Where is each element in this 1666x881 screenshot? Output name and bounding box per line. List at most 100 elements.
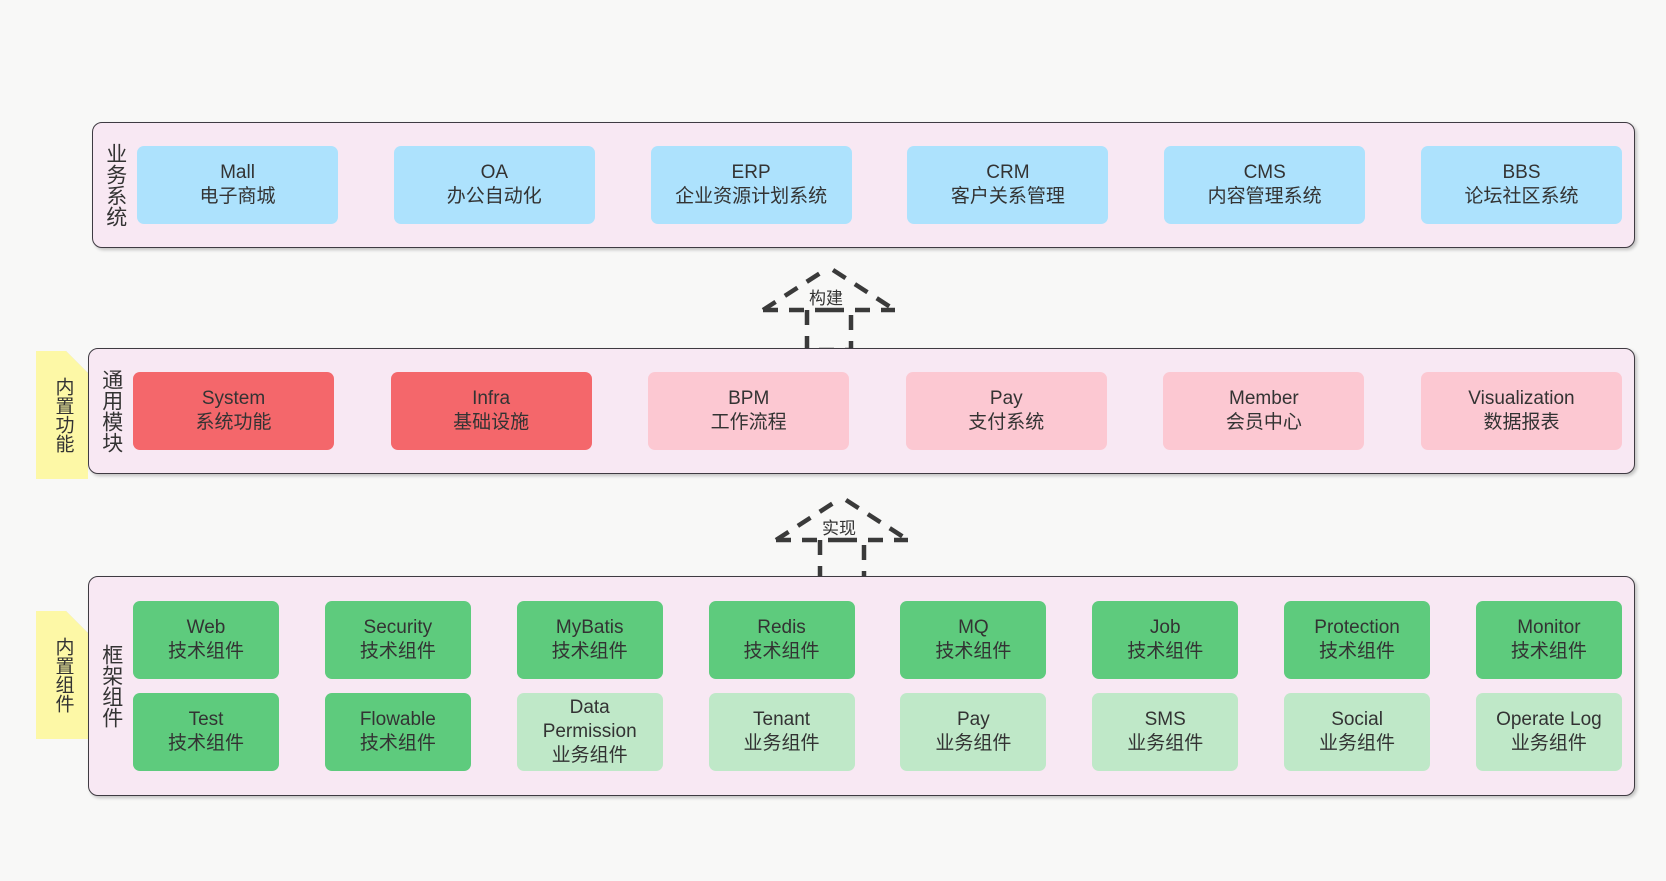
card-job[interactable]: Job 技术组件 <box>1092 601 1239 679</box>
card-subtitle: 业务组件 <box>935 733 1012 754</box>
card-mybatis[interactable]: MyBatis 技术组件 <box>516 601 663 679</box>
card-title: Monitor <box>1517 616 1581 638</box>
card-subtitle: 业务组件 <box>1127 733 1204 754</box>
card-subtitle: 客户关系管理 <box>950 186 1065 207</box>
card-title: Redis <box>757 616 806 638</box>
card-web[interactable]: Web 技术组件 <box>133 601 279 679</box>
card-row: Test 技术组件 Flowable 技术组件 Data Permission … <box>133 693 1622 771</box>
card-title: Pay <box>957 708 990 730</box>
card-subtitle: 系统功能 <box>195 412 272 433</box>
note-label: 内置功能 <box>52 377 74 453</box>
card-title: Web <box>186 616 226 638</box>
card-protection[interactable]: Protection 技术组件 <box>1284 601 1431 679</box>
card-data-permission[interactable]: Data Permission 业务组件 <box>516 693 663 771</box>
card-oa[interactable]: OA 办公自动化 <box>393 146 595 224</box>
connector-implement-label: 实现 <box>822 519 856 538</box>
card-social[interactable]: Social 业务组件 <box>1284 693 1431 771</box>
card-pay-component[interactable]: Pay 业务组件 <box>900 693 1047 771</box>
card-monitor[interactable]: Monitor 技术组件 <box>1475 601 1622 679</box>
card-bbs[interactable]: BBS 论坛社区系统 <box>1420 146 1622 224</box>
connector-build-label: 构建 <box>809 289 843 308</box>
note-fold-icon <box>66 611 88 633</box>
card-title: Flowable <box>359 708 436 730</box>
card-title: Infra <box>472 387 511 409</box>
card-pay-module[interactable]: Pay 支付系统 <box>905 372 1107 450</box>
card-sms[interactable]: SMS 业务组件 <box>1092 693 1239 771</box>
card-subtitle: 论坛社区系统 <box>1464 186 1579 207</box>
card-subtitle: 技术组件 <box>935 641 1012 662</box>
card-row: Web 技术组件 Security 技术组件 MyBatis 技术组件 Redi… <box>133 601 1622 679</box>
card-title: Social <box>1331 708 1383 730</box>
card-title: Tenant <box>753 708 811 730</box>
card-title: Pay <box>989 387 1023 409</box>
card-operate-log[interactable]: Operate Log 业务组件 <box>1475 693 1622 771</box>
card-subtitle: 技术组件 <box>359 733 436 754</box>
card-infra[interactable]: Infra 基础设施 <box>390 372 592 450</box>
card-title: Job <box>1149 616 1181 638</box>
layer-title-business-systems: 业务系统 <box>103 143 127 227</box>
card-title: BBS <box>1502 161 1541 183</box>
card-title: Member <box>1229 387 1299 409</box>
card-title: SMS <box>1144 708 1186 730</box>
card-subtitle: 业务组件 <box>551 745 628 767</box>
card-title: Security <box>363 616 433 638</box>
card-subtitle: 企业资源计划系统 <box>675 186 828 207</box>
card-subtitle: 业务组件 <box>1510 733 1587 754</box>
card-subtitle: 技术组件 <box>1319 641 1396 662</box>
note-fold-icon <box>66 351 88 373</box>
card-system[interactable]: System 系统功能 <box>133 372 334 450</box>
card-title: Visualization <box>1468 387 1575 409</box>
card-mall[interactable]: Mall 电子商城 <box>137 146 338 224</box>
card-tenant[interactable]: Tenant 业务组件 <box>708 693 855 771</box>
card-subtitle: 数据报表 <box>1483 412 1560 433</box>
card-flowable[interactable]: Flowable 技术组件 <box>324 693 471 771</box>
card-title: ERP <box>731 161 771 183</box>
layer-framework-components: 框架组件 Web 技术组件 Security 技术组件 MyBatis 技术组件… <box>88 576 1635 796</box>
card-erp[interactable]: ERP 企业资源计划系统 <box>650 146 852 224</box>
connector-implement: 实现 <box>768 492 938 582</box>
card-mq[interactable]: MQ 技术组件 <box>900 601 1047 679</box>
layer-body-framework-components: Web 技术组件 Security 技术组件 MyBatis 技术组件 Redi… <box>133 577 1634 795</box>
note-builtin-features: 内置功能 <box>36 351 88 479</box>
card-row: System 系统功能 Infra 基础设施 BPM 工作流程 Pay 支付系统… <box>133 372 1622 450</box>
card-subtitle: 办公自动化 <box>446 186 542 207</box>
card-title: BPM <box>728 387 770 409</box>
card-test[interactable]: Test 技术组件 <box>133 693 279 771</box>
card-redis[interactable]: Redis 技术组件 <box>708 601 855 679</box>
card-title: Test <box>188 708 224 730</box>
card-title: CMS <box>1243 161 1286 183</box>
card-member[interactable]: Member 会员中心 <box>1163 372 1365 450</box>
card-title: Operate Log <box>1496 708 1602 730</box>
layer-title-framework-components: 框架组件 <box>99 644 123 728</box>
card-subtitle: 内容管理系统 <box>1207 186 1322 207</box>
layer-business-systems: 业务系统 Mall 电子商城 OA 办公自动化 ERP 企业资源计划系统 CRM… <box>92 122 1635 248</box>
card-title: MyBatis <box>555 616 624 638</box>
card-title: System <box>201 387 266 409</box>
layer-common-modules: 通用模块 System 系统功能 Infra 基础设施 BPM 工作流程 Pay… <box>88 348 1635 474</box>
card-title: MQ <box>958 616 989 638</box>
card-subtitle: 会员中心 <box>1225 412 1302 433</box>
card-visualization[interactable]: Visualization 数据报表 <box>1420 372 1622 450</box>
card-subtitle: 技术组件 <box>359 641 436 662</box>
card-subtitle: 技术组件 <box>167 641 244 662</box>
card-title: OA <box>480 161 509 183</box>
card-bpm[interactable]: BPM 工作流程 <box>648 372 850 450</box>
card-subtitle: 工作流程 <box>710 412 787 433</box>
card-subtitle: 技术组件 <box>1127 641 1204 662</box>
connector-build: 构建 <box>755 262 925 352</box>
card-cms[interactable]: CMS 内容管理系统 <box>1164 146 1366 224</box>
card-title: CRM <box>986 161 1030 183</box>
card-subtitle: 技术组件 <box>1510 641 1587 662</box>
layer-title-common-modules: 通用模块 <box>99 369 123 453</box>
card-subtitle: 电子商城 <box>199 186 276 207</box>
card-crm[interactable]: CRM 客户关系管理 <box>907 146 1109 224</box>
card-title: Mall <box>220 161 255 183</box>
note-builtin-components: 内置组件 <box>36 611 88 739</box>
card-title: Protection <box>1314 616 1400 638</box>
card-subtitle: 支付系统 <box>968 412 1045 433</box>
card-subtitle: 业务组件 <box>1319 733 1396 754</box>
card-subtitle: 基础设施 <box>453 412 530 433</box>
card-subtitle: 技术组件 <box>167 733 244 754</box>
card-security[interactable]: Security 技术组件 <box>324 601 471 679</box>
